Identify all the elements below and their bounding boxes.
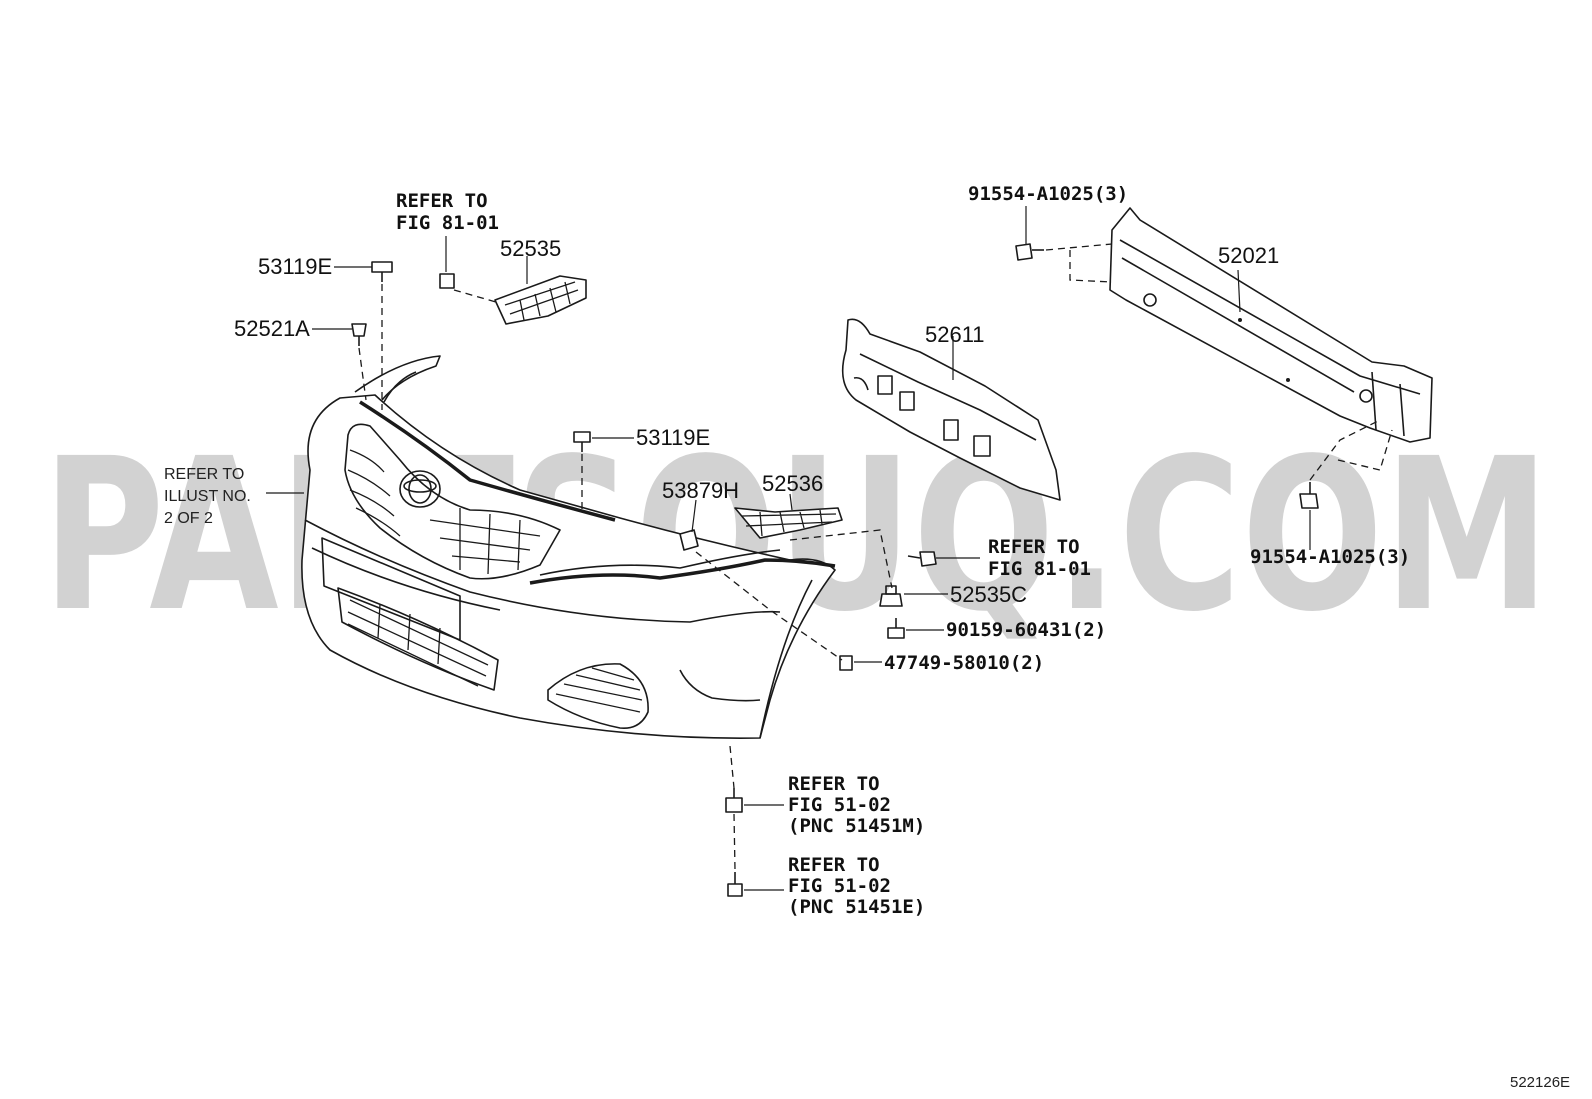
assembly-dashed-lines [358, 243, 1393, 871]
callout-53119e-top[interactable]: 53119E [258, 254, 332, 279]
leader-lines [266, 206, 1311, 891]
ref-fig-51-02-m-line3[interactable]: (PNC 51451M) [788, 815, 925, 837]
ref-fig-81-01-top-line1[interactable]: REFER TO [396, 190, 488, 212]
ref-illust-line2[interactable]: ILLUST NO. [164, 488, 251, 505]
callout-52611[interactable]: 52611 [925, 322, 985, 347]
callout-52521a[interactable]: 52521A [234, 316, 310, 341]
absorber-52611-drawing [841, 318, 1061, 501]
ref-fig-81-01-right-line2[interactable]: FIG 81-01 [988, 558, 1091, 580]
callout-52535c[interactable]: 52535C [950, 582, 1027, 607]
ref-fig-51-02-e-line1[interactable]: REFER TO [788, 854, 880, 876]
ref-fig-51-02-e-line3[interactable]: (PNC 51451E) [788, 896, 925, 918]
ref-illust-line3[interactable]: 2 OF 2 [164, 510, 213, 527]
callout-53879h[interactable]: 53879H [662, 478, 739, 503]
reference-notes: REFER TO FIG 81-01 REFER TO FIG 81-01 RE… [164, 190, 1091, 918]
ref-fig-51-02-e-line2[interactable]: FIG 51-02 [788, 875, 891, 897]
callout-91554-a1025-bottom[interactable]: 91554-A1025(3) [1250, 546, 1410, 568]
reinforcement-52021-drawing [1109, 207, 1433, 443]
callout-91554-a1025-top[interactable]: 91554-A1025(3) [968, 183, 1128, 205]
ref-illust-line1[interactable]: REFER TO [164, 466, 244, 483]
diagram-code: 522126E [1510, 1074, 1570, 1091]
ref-fig-51-02-m-line2[interactable]: FIG 51-02 [788, 794, 891, 816]
callout-47749-58010[interactable]: 47749-58010(2) [884, 652, 1044, 674]
ref-fig-81-01-top-line2[interactable]: FIG 81-01 [396, 212, 499, 234]
bracket-52536-drawing [734, 507, 843, 539]
bumper-cover-drawing [301, 355, 836, 739]
fasteners [351, 243, 1319, 897]
callout-52021[interactable]: 52021 [1218, 243, 1279, 268]
callouts: 53119E 52521A 52535 53119E 53879H 52536 … [234, 183, 1410, 674]
callout-90159-60431[interactable]: 90159-60431(2) [946, 619, 1106, 641]
ref-fig-51-02-m-line1[interactable]: REFER TO [788, 773, 880, 795]
bracket-52535-drawing [494, 275, 587, 325]
callout-52536[interactable]: 52536 [762, 471, 823, 496]
callout-52535[interactable]: 52535 [500, 236, 561, 261]
ref-fig-81-01-right-line1[interactable]: REFER TO [988, 536, 1080, 558]
callout-53119e-mid[interactable]: 53119E [636, 425, 710, 450]
